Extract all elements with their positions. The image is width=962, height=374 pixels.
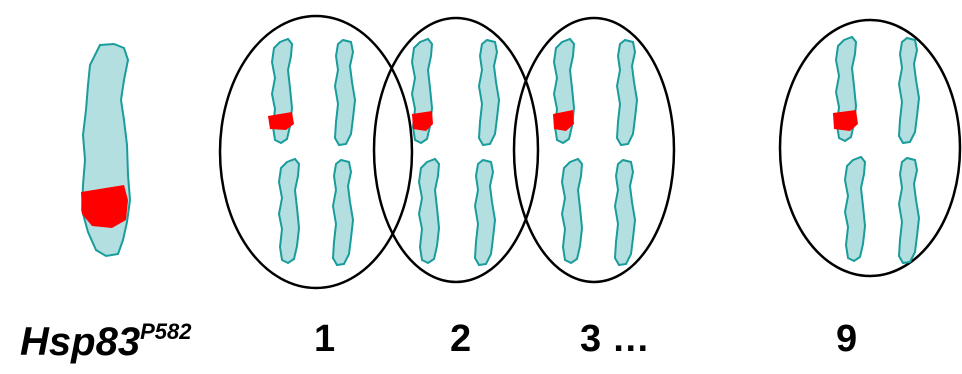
single-chromosome (81, 44, 130, 256)
cell-label-3: 3 … (580, 318, 650, 361)
chromosome-bottom-right (333, 160, 353, 265)
cell-outline (780, 20, 960, 276)
cell-label-2: 2 (450, 318, 471, 361)
chromosome-top-right (335, 40, 355, 145)
chromosome-bottom-left (279, 159, 299, 263)
chromosome-bottom-right (475, 160, 495, 265)
chromosome-top-right (479, 40, 499, 145)
gene-name: Hsp83 (20, 320, 140, 364)
cell-9 (780, 20, 960, 276)
cell-label-9: 9 (836, 318, 857, 361)
chromosome-bottom-left (562, 159, 582, 263)
chromosome-bottom-right (899, 158, 919, 263)
chromosome-top-right (617, 40, 637, 145)
cell-1 (220, 16, 412, 288)
chromosome-bottom-left (419, 159, 439, 263)
chromosome-top-right (899, 38, 919, 143)
insertion-mark (833, 110, 858, 131)
cell-label-1: 1 (314, 318, 335, 361)
chromosome-bottom-left (845, 157, 865, 261)
cell-outline (220, 16, 412, 288)
chromosome-bottom-right (615, 160, 635, 265)
gene-label: Hsp83P582 (20, 320, 191, 365)
allele-superscript: P582 (140, 319, 191, 344)
